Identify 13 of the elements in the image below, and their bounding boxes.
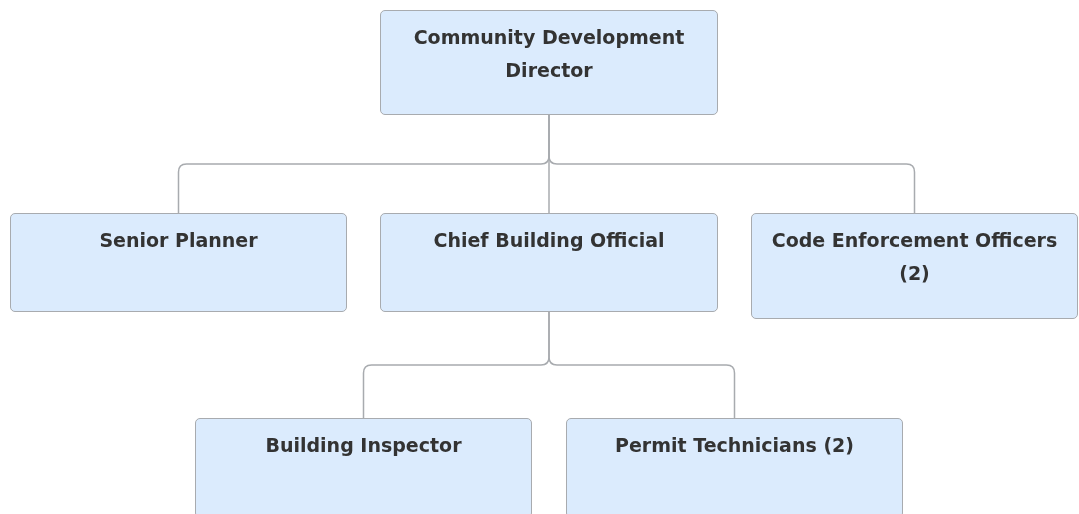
role-title: Senior Planner [99,228,258,253]
role-box [566,418,903,514]
role-box [195,418,532,514]
role-title: Code Enforcement Officers (2) [770,228,1059,286]
role-title: Building Inspector [265,433,462,458]
connector-line [548,311,736,419]
role-title: Chief Building Official [433,228,665,253]
role-box [10,213,347,312]
role-box [380,213,718,312]
role-box [751,213,1078,319]
role-title: Community Development Director [412,25,686,83]
role-box [380,10,718,115]
role-title: Permit Technicians (2) [615,433,854,458]
